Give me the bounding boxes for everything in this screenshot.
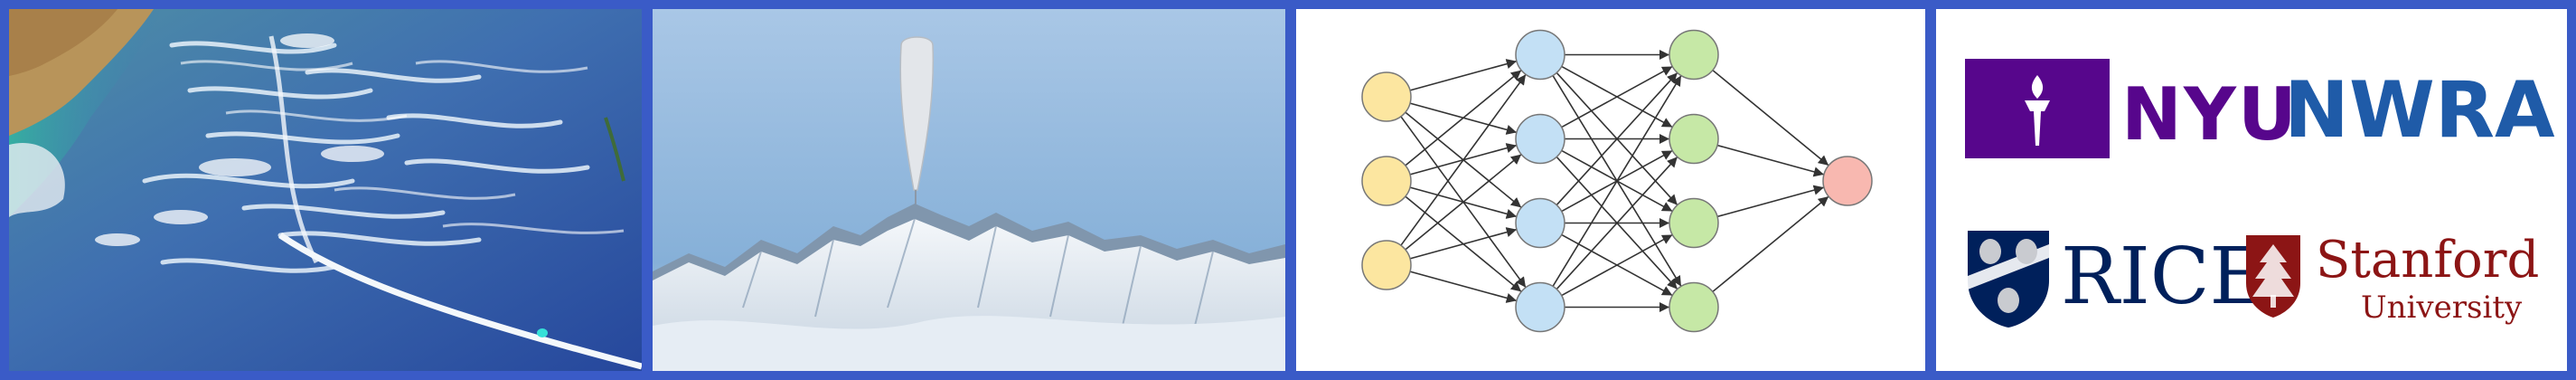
ocean-satellite-panel [9, 9, 642, 371]
stanford-wordmark: Stanford [2316, 231, 2540, 290]
network-connection [1556, 156, 1678, 290]
network-connection [1405, 154, 1522, 251]
network-connection [1712, 70, 1829, 166]
stanford-subtitle: University [2361, 290, 2523, 326]
network-connection [1556, 71, 1678, 206]
network-node-layer-1 [1361, 71, 1412, 122]
network-node-layer-2 [1515, 113, 1565, 165]
network-connection [1405, 70, 1522, 166]
network-node-layer-2 [1515, 281, 1565, 333]
network-node-layer-1 [1361, 240, 1412, 290]
stratospheric-balloon-image [653, 9, 1285, 371]
network-node-layer-2 [1515, 197, 1565, 249]
network-connection [1400, 73, 1527, 246]
network-node-layer-3 [1669, 29, 1719, 81]
network-node-layer-4 [1822, 156, 1873, 206]
network-node-layer-3 [1669, 281, 1719, 333]
network-connection [1561, 233, 1673, 297]
rice-shield-icon [1968, 231, 2049, 328]
balloon-mountain-panel [653, 9, 1285, 371]
rice-wordmark: RICE [2061, 232, 2267, 322]
nwra-wordmark: NWRA [2284, 65, 2555, 156]
network-connection [1561, 65, 1673, 128]
network-connection [1716, 144, 1825, 177]
network-connection [1712, 195, 1829, 292]
neural-network-panel [1296, 9, 1925, 371]
satellite-ocean-image [9, 9, 642, 371]
neural-network-diagram [1361, 29, 1873, 333]
torch-icon [2025, 75, 2050, 146]
network-node-layer-1 [1361, 156, 1412, 206]
network-connection [1409, 227, 1518, 260]
nyu-logo [1965, 59, 2110, 158]
network-connection [1409, 271, 1518, 303]
nyu-wordmark: NYU [2121, 72, 2299, 157]
stanford-tree-icon [2246, 235, 2300, 318]
network-connection [1409, 59, 1518, 91]
network-node-layer-3 [1669, 197, 1719, 249]
network-connection [1552, 75, 1682, 287]
network-node-layer-2 [1515, 29, 1565, 81]
network-node-layer-3 [1669, 113, 1719, 165]
network-connection [1716, 185, 1825, 218]
logos-panel: NYU NWRA RICE Stanford University [1936, 9, 2567, 371]
